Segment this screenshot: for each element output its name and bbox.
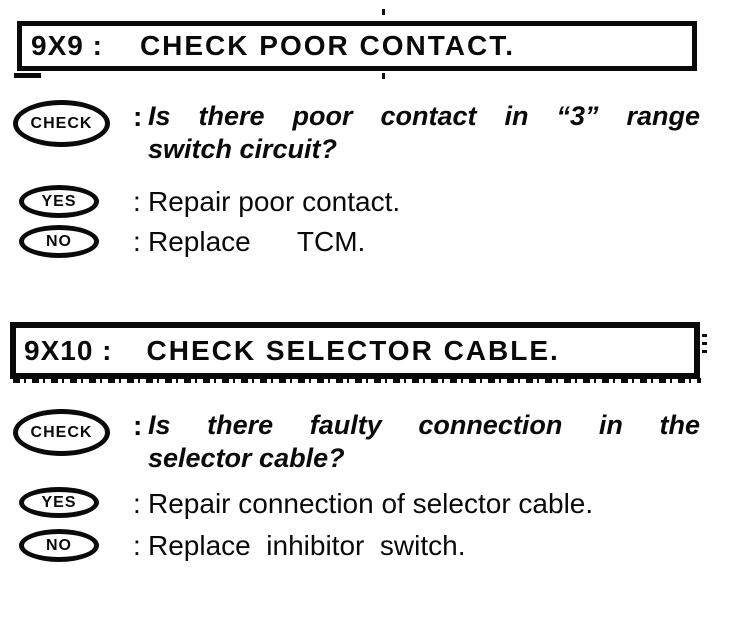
scan-artifact-dashes	[13, 378, 701, 383]
scan-speck	[14, 73, 41, 78]
check-badge-label: CHECK	[30, 114, 93, 132]
no-badge-label: NO	[46, 536, 72, 554]
answer-text: Replace TCM.	[148, 226, 366, 257]
step-title: CHECK SELECTOR CABLE.	[146, 334, 560, 366]
check-badge: CHECK	[13, 100, 110, 147]
scan-speck	[702, 350, 707, 353]
question-line-2: switch circuit?	[148, 134, 338, 164]
step-code: 9X9 :	[31, 30, 103, 61]
colon: :	[133, 101, 143, 132]
step-code: 9X10 :	[24, 334, 113, 366]
badge-cell: NO	[0, 529, 133, 562]
no-row: NO : Replace TCM.	[0, 225, 752, 258]
yes-badge: YES	[19, 487, 99, 518]
colon: :	[133, 226, 141, 257]
scan-speck	[382, 73, 385, 79]
yes-row: YES : Repair poor contact.	[0, 185, 752, 218]
colon: :	[133, 410, 143, 441]
yes-badge: YES	[19, 185, 99, 218]
step-header-9x9: 9X9 : CHECK POOR CONTACT.	[17, 21, 697, 71]
no-badge: NO	[19, 529, 99, 562]
badge-cell: YES	[0, 487, 133, 518]
colon: :	[133, 488, 141, 519]
badge-cell: YES	[0, 185, 133, 218]
check-badge: CHECK	[13, 409, 110, 456]
scan-speck	[382, 9, 385, 15]
answer-text: Repair connection of selector cable.	[148, 488, 594, 519]
badge-cell: CHECK	[0, 409, 133, 456]
no-row: NO : Replace inhibitor switch.	[0, 529, 752, 562]
step-header-9x10: 9X10 : CHECK SELECTOR CABLE.	[10, 322, 700, 379]
scan-speck	[702, 342, 707, 345]
question-line-2: selector cable?	[148, 443, 345, 473]
no-badge-label: NO	[46, 232, 72, 250]
check-badge-label: CHECK	[30, 423, 93, 441]
no-badge: NO	[19, 225, 99, 258]
answer-text: Repair poor contact.	[148, 186, 401, 217]
yes-badge-label: YES	[41, 493, 77, 511]
badge-cell: CHECK	[0, 100, 133, 147]
scan-speck	[702, 334, 707, 337]
yes-row: YES : Repair connection of selector cabl…	[0, 487, 752, 520]
step-title: CHECK POOR CONTACT.	[139, 30, 515, 61]
colon: :	[133, 530, 141, 561]
yes-badge-label: YES	[41, 192, 77, 210]
colon: :	[133, 186, 141, 217]
answer-text: Replace inhibitor switch.	[148, 530, 466, 561]
badge-cell: NO	[0, 225, 133, 258]
